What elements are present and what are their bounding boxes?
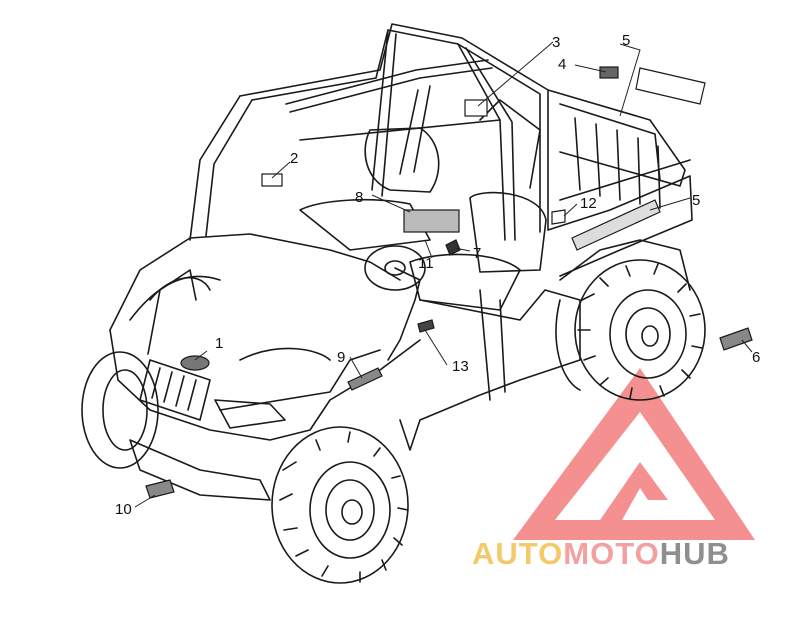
decal-5-bed <box>635 67 706 105</box>
watermark-text: AUTOMOTOHUB <box>472 536 730 572</box>
callout-5-side: 5 <box>692 192 700 209</box>
callout-labels: 1 2 3 4 5 5 6 7 8 9 10 11 12 13 <box>115 32 760 518</box>
decals <box>145 66 753 499</box>
decal-5-side <box>571 199 661 251</box>
callout-7: 7 <box>473 245 481 262</box>
leader-lines <box>134 41 753 508</box>
callout-12: 12 <box>580 195 597 212</box>
decal-8 <box>403 209 460 233</box>
callout-5-top: 5 <box>622 32 630 49</box>
callout-1: 1 <box>215 335 223 352</box>
callout-6: 6 <box>752 349 760 366</box>
decal-12 <box>551 209 566 225</box>
watermark-moto: MOTO <box>563 536 660 571</box>
decal-3 <box>464 99 488 117</box>
callout-3: 3 <box>552 34 560 51</box>
callout-9: 9 <box>337 349 345 366</box>
decal-4 <box>599 66 619 79</box>
decal-6 <box>719 327 753 351</box>
vehicle-line-art <box>81 23 706 584</box>
watermark-auto: AUTO <box>472 536 564 571</box>
decal-9 <box>347 367 383 391</box>
decal-10 <box>145 479 175 499</box>
decal-2 <box>261 173 283 187</box>
decal-13 <box>417 319 435 333</box>
watermark-logo <box>513 368 755 540</box>
callout-11: 11 <box>418 255 434 272</box>
watermark-hub: HUB <box>659 536 730 571</box>
decal-1 <box>180 355 210 371</box>
decal-7 <box>445 239 461 256</box>
callout-8: 8 <box>355 189 363 206</box>
callout-13: 13 <box>452 358 469 375</box>
callout-2: 2 <box>290 150 298 167</box>
callout-10: 10 <box>115 501 132 518</box>
callout-4: 4 <box>558 56 566 73</box>
